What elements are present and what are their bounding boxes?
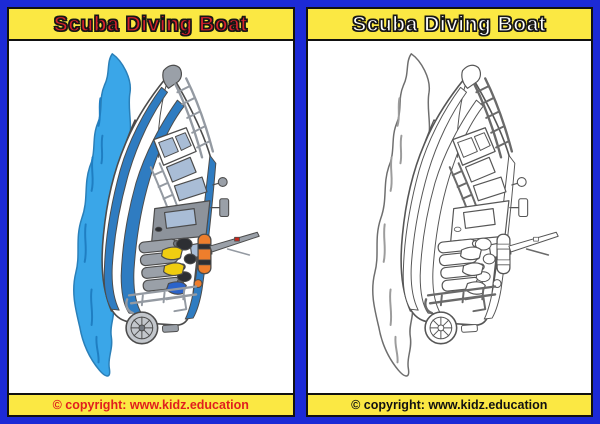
colored-footer-banner: © copyright: www.kidz.education	[9, 393, 293, 415]
lineart-panel: Scuba Diving Boat © copyright: www.kidz.…	[305, 7, 593, 417]
lineart-footer-banner: © copyright: www.kidz.education	[307, 393, 591, 415]
lineart-title-banner: Scuba Diving Boat	[307, 9, 591, 41]
scuba-boat-colored-illustration	[9, 41, 293, 393]
copyright-text: © copyright: www.kidz.education	[351, 398, 548, 412]
copyright-text: © copyright: www.kidz.education	[52, 398, 249, 412]
colored-title-banner: Scuba Diving Boat	[9, 9, 293, 41]
lineart-panel-title: Scuba Diving Boat	[352, 12, 547, 36]
colored-panel: Scuba Diving Boat © copyright: www.kidz.…	[7, 7, 295, 417]
colored-artwork-canvas	[9, 41, 293, 393]
scuba-boat-lineart-illustration	[308, 41, 592, 393]
lineart-artwork-canvas	[307, 41, 592, 393]
colored-panel-title: Scuba Diving Boat	[53, 12, 248, 36]
